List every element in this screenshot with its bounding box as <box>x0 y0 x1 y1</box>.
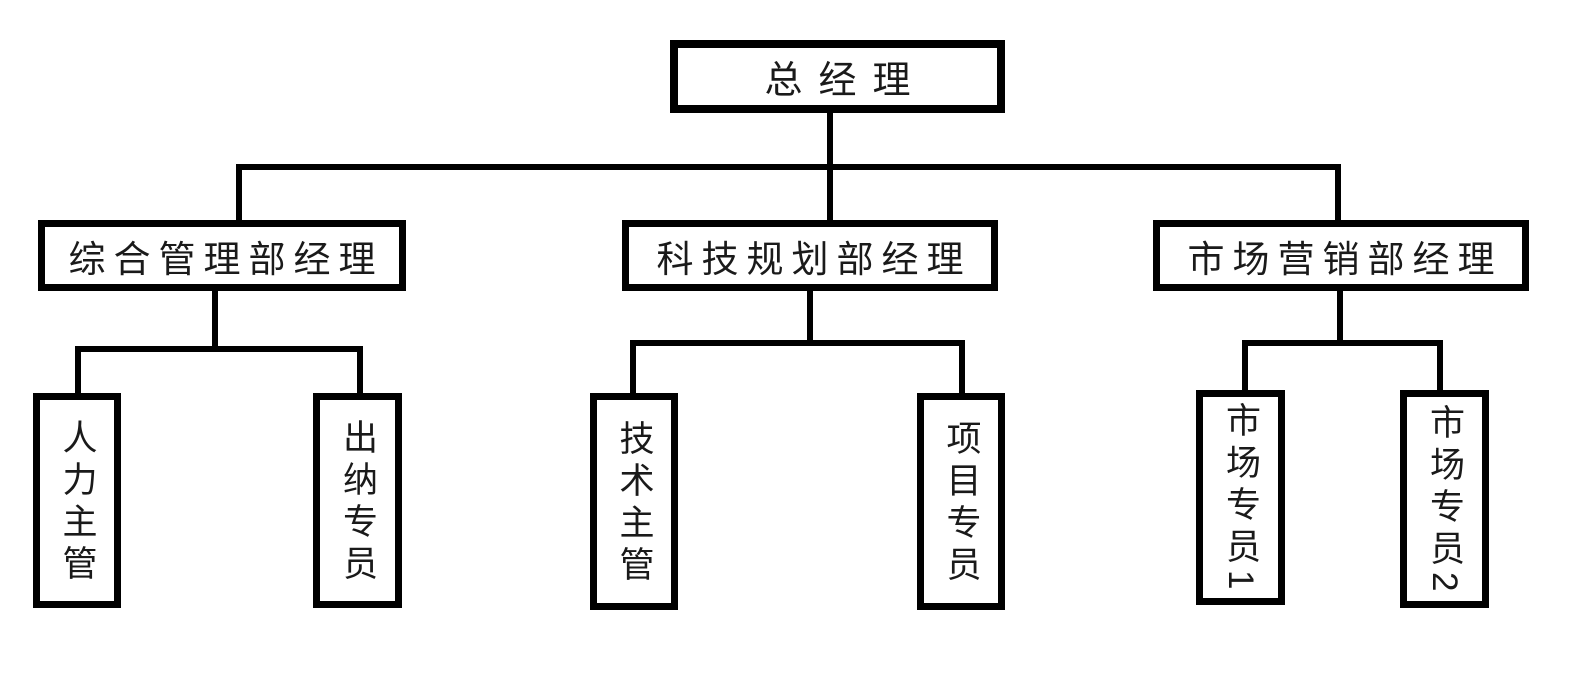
connector-admin-drop-2 <box>357 346 363 393</box>
node-project-specialist: 项目专员 <box>917 393 1005 610</box>
node-admin-dept-manager: 综合管理部经理 <box>38 220 406 291</box>
node-marketing-dept-manager: 市场营销部经理 <box>1153 220 1529 291</box>
node-marketing-specialist-2: 市场专员2 <box>1400 390 1489 608</box>
connector-marketing-drop-2 <box>1437 340 1443 390</box>
node-technical-supervisor: 技术主管 <box>590 393 678 610</box>
connector-admin-stem <box>212 291 218 352</box>
node-hr-supervisor: 人力主管 <box>33 393 121 608</box>
connector-admin-drop-1 <box>75 346 81 393</box>
connector-admin-bracket <box>75 346 363 352</box>
connector-tech-drop-2 <box>959 340 965 393</box>
node-tech-planning-dept-manager: 科技规划部经理 <box>622 220 998 291</box>
connector-tech-stem <box>807 291 813 346</box>
connector-root-stem <box>827 113 833 170</box>
node-general-manager: 总经理 <box>670 40 1005 113</box>
connector-drop-marketing <box>1335 164 1341 220</box>
connector-drop-tech <box>827 164 833 220</box>
connector-tech-bracket <box>630 340 965 346</box>
connector-marketing-drop-1 <box>1242 340 1248 390</box>
node-marketing-specialist-1: 市场专员1 <box>1196 390 1285 605</box>
connector-marketing-stem <box>1337 291 1343 346</box>
connector-marketing-bracket <box>1242 340 1443 346</box>
connector-main-horizontal <box>236 164 1341 170</box>
connector-drop-admin <box>236 164 242 220</box>
connector-tech-drop-1 <box>630 340 636 393</box>
node-cashier-specialist: 出纳专员 <box>313 393 402 608</box>
